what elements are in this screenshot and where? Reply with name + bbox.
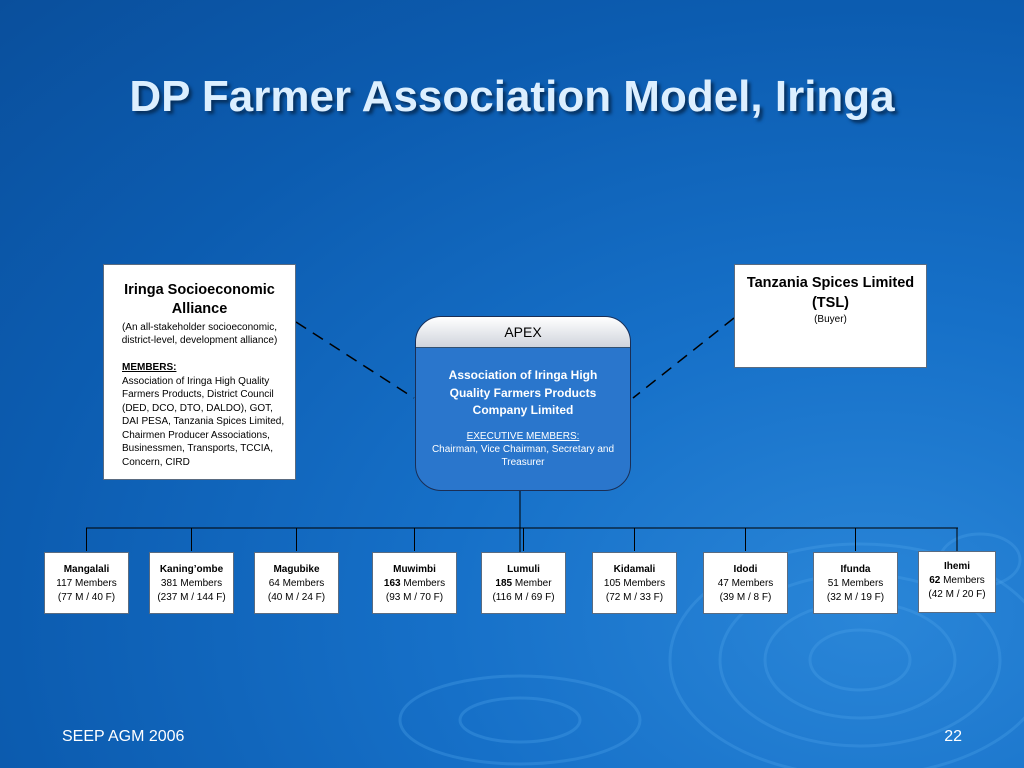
alliance-members-text: Association of Iringa High Quality Farme… bbox=[122, 375, 285, 468]
branch-unit: Members bbox=[620, 578, 666, 589]
buyer-box: Tanzania Spices Limited (TSL) (Buyer) bbox=[734, 264, 927, 368]
branch-member-count: 47 Members bbox=[704, 577, 787, 591]
branch-member-count: 62 Members bbox=[919, 574, 995, 588]
alliance-box: Iringa Socioeconomic Alliance (An all-st… bbox=[103, 264, 296, 480]
branch-name: Ihemi bbox=[943, 561, 971, 572]
footer-text: SEEP AGM 2006 bbox=[62, 728, 185, 745]
branch-gender-split: (40 M / 24 F) bbox=[267, 592, 326, 603]
alliance-subtitle: (An all-stakeholder socioeconomic, distr… bbox=[121, 322, 278, 346]
branch-name: Kidamali bbox=[613, 564, 656, 575]
apex-exec-label: EXECUTIVE MEMBERS: bbox=[466, 430, 580, 442]
alliance-dashed-link bbox=[295, 321, 415, 399]
branch-gender-split: (77 M / 40 F) bbox=[57, 592, 116, 603]
branch-count: 47 bbox=[717, 578, 729, 589]
branch-unit: Member bbox=[512, 578, 552, 589]
alliance-members-label: MEMBERS: bbox=[122, 362, 177, 373]
alliance-title: Iringa Socioeconomic Alliance bbox=[124, 282, 275, 317]
branch-member-count: 381 Members bbox=[150, 577, 233, 591]
branch-name: Muwimbi bbox=[393, 564, 436, 575]
branch-count: 64 bbox=[268, 578, 280, 589]
branch-member-count: 117 Members bbox=[45, 577, 128, 591]
apex-box: APEX Association of Iringa High Quality … bbox=[415, 316, 631, 491]
branch-member-count: 51 Members bbox=[814, 577, 897, 591]
branch-gender-split: (116 M / 69 F) bbox=[492, 592, 555, 603]
alliance-members: MEMBERS: Association of Iringa High Qual… bbox=[110, 361, 289, 469]
branch-count: 117 bbox=[56, 578, 73, 589]
branch-count: 163 bbox=[383, 578, 401, 589]
branch-gender-split: (237 M / 144 F) bbox=[157, 592, 226, 603]
branch-name: Idodi bbox=[733, 564, 758, 575]
apex-exec-text: Chairman, Vice Chairman, Secretary and T… bbox=[431, 443, 615, 468]
branch-count: 381 bbox=[160, 578, 178, 589]
branch-count: 51 bbox=[827, 578, 839, 589]
branch-name: Lumuli bbox=[507, 564, 540, 575]
page-number: 22 bbox=[944, 728, 962, 745]
apex-executive: EXECUTIVE MEMBERS: Chairman, Vice Chairm… bbox=[416, 430, 630, 469]
branch-name: Magubike bbox=[273, 564, 320, 575]
branch-unit: Members bbox=[72, 578, 117, 589]
branch-count: 62 bbox=[929, 575, 941, 586]
branch-unit: Members bbox=[177, 578, 223, 589]
branch-member-count: 185 Member bbox=[482, 577, 565, 591]
buyer-dashed-link bbox=[632, 317, 735, 399]
branch-count: 185 bbox=[495, 578, 513, 589]
branch-member-count: 105 Members bbox=[593, 577, 676, 591]
branch-name: Ifunda bbox=[840, 564, 871, 575]
branch-unit: Members bbox=[728, 578, 774, 589]
branch-unit: Members bbox=[400, 578, 446, 589]
branch-member-count: 163 Members bbox=[373, 577, 456, 591]
branch-gender-split: (39 M / 8 F) bbox=[719, 592, 772, 603]
branch-gender-split: (72 M / 33 F) bbox=[605, 592, 664, 603]
branch-name: Kaning’ombe bbox=[159, 564, 224, 575]
slide-title: DP Farmer Association Model, Iringa bbox=[129, 72, 895, 121]
buyer-title: Tanzania Spices Limited bbox=[746, 275, 915, 291]
branch-gender-split: (93 M / 70 F) bbox=[385, 592, 444, 603]
buyer-role: (Buyer) bbox=[814, 314, 847, 325]
branch-unit: Members bbox=[279, 578, 325, 589]
branch-member-count: 64 Members bbox=[255, 577, 338, 591]
apex-header: APEX bbox=[416, 317, 630, 348]
branch-unit: Members bbox=[940, 575, 985, 586]
apex-org-name: Association of Iringa High Quality Farme… bbox=[448, 368, 598, 417]
branch-name: Mangalali bbox=[63, 564, 110, 575]
buyer-abbr: (TSL) bbox=[811, 295, 850, 311]
branch-gender-split: (42 M / 20 F) bbox=[928, 589, 986, 600]
branch-gender-split: (32 M / 19 F) bbox=[826, 592, 885, 603]
branch-unit: Members bbox=[838, 578, 884, 589]
branch-count: 105 bbox=[603, 578, 621, 589]
